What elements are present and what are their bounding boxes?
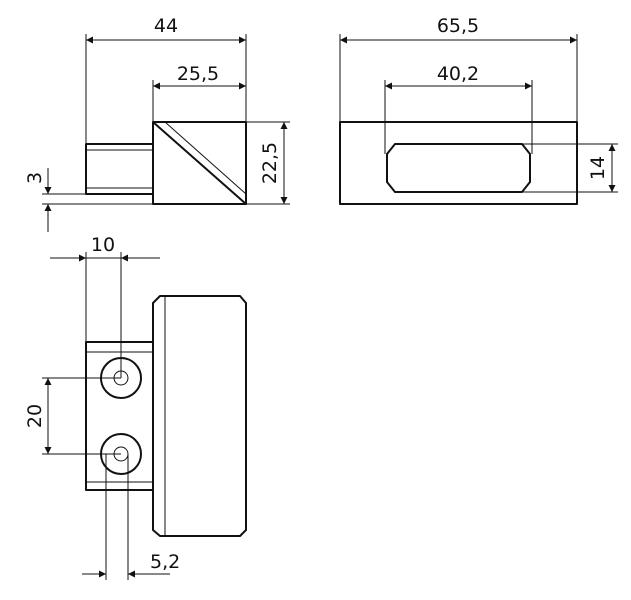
top-view-plate	[85, 341, 154, 491]
dim-hole-diameter: 5,2	[82, 454, 180, 580]
dim-label-5-2: 5,2	[150, 551, 180, 573]
front-view-body	[339, 121, 578, 205]
top-view-body	[152, 295, 247, 537]
dim-label-40-2: 40,2	[437, 63, 479, 85]
dim-opening-height: 14	[522, 143, 618, 193]
side-view-tongue	[85, 143, 154, 195]
dim-offset-small: 3	[24, 168, 153, 232]
dim-hole-offset: 10	[50, 234, 160, 378]
dim-hole-spacing: 20	[24, 377, 121, 455]
top-view	[85, 295, 247, 537]
front-view-opening	[386, 143, 531, 193]
dim-opening-width: 40,2	[384, 63, 533, 154]
dim-width-total: 44	[85, 15, 247, 144]
dim-label-44: 44	[154, 15, 178, 37]
dim-length-total: 65,5	[339, 15, 578, 122]
dim-width-upper: 25,5	[152, 63, 246, 122]
dim-label-22-5: 22,5	[259, 142, 281, 184]
dim-label-25-5: 25,5	[177, 63, 219, 85]
dim-label-20: 20	[24, 404, 46, 428]
side-view	[85, 121, 247, 205]
dim-height-side: 22,5	[246, 121, 290, 205]
dim-label-65-5: 65,5	[437, 15, 479, 37]
dim-label-14: 14	[587, 156, 609, 180]
dim-label-10: 10	[91, 234, 115, 256]
dim-label-3: 3	[24, 172, 46, 184]
